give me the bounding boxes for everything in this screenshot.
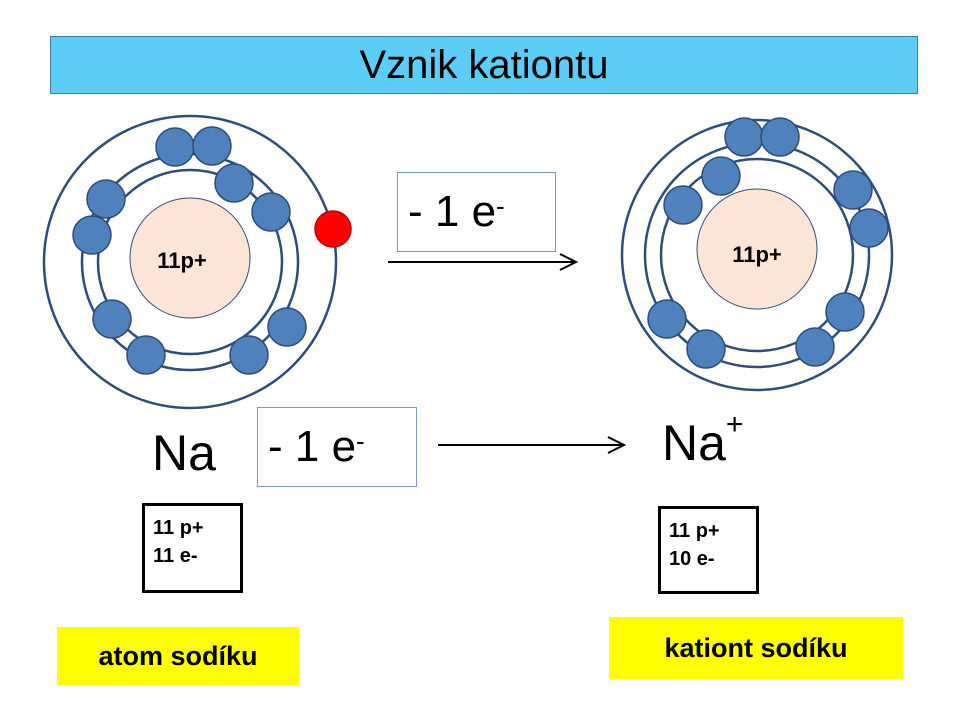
atom-nucleus xyxy=(129,197,251,319)
electron-loss-label-bottom: - 1 e- xyxy=(257,407,417,487)
atom-nucleus-label: 11p+ xyxy=(157,248,207,273)
cation-electrons-count: 10 e- xyxy=(669,548,715,570)
electron xyxy=(214,163,254,203)
atom-electrons xyxy=(72,126,307,375)
cation-nucleus-label: 11p+ xyxy=(732,242,782,267)
atom-name-label: atom sodíku xyxy=(57,627,299,685)
sodium-atom-model: 11p+ xyxy=(42,114,352,410)
cation-name-label: kationt sodíku xyxy=(609,617,903,679)
atom-particle-count: 11 p+ 11 e- xyxy=(142,503,243,593)
sodium-cation-model: 11p+ xyxy=(620,117,894,392)
electron-loss-text: - 1 e xyxy=(268,422,357,471)
atom-electrons-count: 11 e- xyxy=(153,545,198,567)
electron xyxy=(92,299,132,339)
cation-nucleus xyxy=(696,188,818,310)
electron xyxy=(760,117,800,157)
electron xyxy=(192,126,232,166)
electron xyxy=(686,329,726,369)
cation-orbit-2 xyxy=(620,118,894,392)
electron xyxy=(251,192,291,232)
cation-charge: + xyxy=(725,408,744,442)
atom-orbit-1 xyxy=(96,168,284,356)
atom-symbol: Na xyxy=(152,425,216,481)
cation-symbol: Na+ xyxy=(662,408,744,471)
electron xyxy=(229,335,269,375)
electron xyxy=(724,117,764,157)
electron xyxy=(72,215,112,255)
cation-electrons xyxy=(647,117,889,369)
electron xyxy=(647,299,687,339)
electron xyxy=(126,335,166,375)
electron xyxy=(267,307,307,347)
electron xyxy=(825,292,865,332)
electron-loss-text: - 1 e xyxy=(408,187,497,236)
electron xyxy=(795,327,835,367)
reaction-arrow-bottom xyxy=(438,436,627,454)
electron-charge: - xyxy=(496,190,505,221)
atom-orbit-3 xyxy=(42,114,338,410)
electron-loss-label-top: - 1 e- xyxy=(397,172,556,252)
electron xyxy=(155,127,195,167)
removed-electron xyxy=(314,210,352,248)
electron xyxy=(86,179,126,219)
cation-protons: 11 p+ xyxy=(669,520,720,542)
electron xyxy=(663,185,703,225)
reaction-arrow-top xyxy=(388,253,579,271)
electron xyxy=(849,208,889,248)
atom-protons: 11 p+ xyxy=(153,517,204,539)
title-text: Vznik kationtu xyxy=(359,42,609,87)
electron-charge: - xyxy=(356,425,365,456)
page-title: Vznik kationtu xyxy=(50,36,918,94)
cation-particle-count: 11 p+ 10 e- xyxy=(658,506,759,594)
cation-orbit-0 xyxy=(659,157,855,353)
electron xyxy=(833,170,873,210)
electron xyxy=(701,156,741,196)
